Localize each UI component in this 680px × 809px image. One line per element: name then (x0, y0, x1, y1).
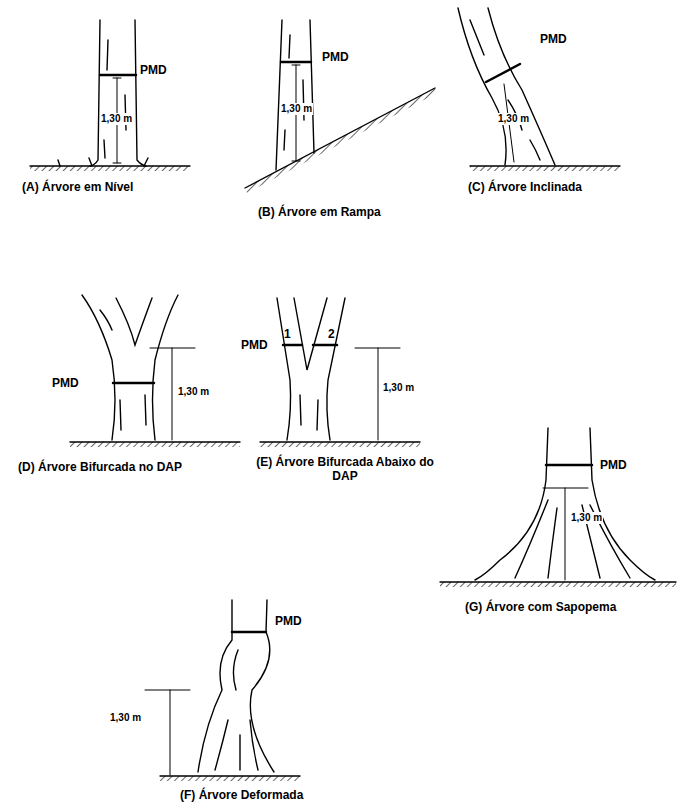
callout-number: 1 (284, 327, 291, 341)
height-label: 1,30 m (497, 113, 530, 125)
height-label: 1,30 m (178, 386, 209, 398)
height-label: 1,30 m (280, 103, 313, 115)
figure-caption: (B) Árvore em Rampa (258, 205, 381, 219)
figure-caption: (E) Árvore Bifurcada Abaixo do DAP (250, 455, 440, 484)
measure-point-label: PMD (322, 50, 349, 64)
height-label: 1,30 m (110, 712, 141, 724)
figure-caption: (G) Árvore com Sapopema (465, 600, 616, 614)
callout-number: 2 (328, 327, 335, 341)
measure-point-label: PMD (540, 32, 567, 46)
measure-point-label: PMD (140, 63, 167, 77)
measure-point-label: PMD (600, 458, 627, 472)
height-label: 1,30 m (570, 512, 603, 524)
height-label: 1,30 m (100, 113, 133, 125)
measure-point-label: PMD (241, 338, 268, 352)
figure-caption: (A) Árvore em Nível (22, 180, 133, 194)
measure-point-label: PMD (52, 376, 79, 390)
measure-point-label: PMD (275, 614, 302, 628)
figure-caption: (F) Árvore Deformada (180, 788, 303, 802)
height-label: 1,30 m (383, 382, 414, 394)
figure-caption: (C) Árvore Inclinada (468, 180, 582, 194)
figure-caption: (D) Árvore Bifurcada no DAP (18, 460, 182, 474)
